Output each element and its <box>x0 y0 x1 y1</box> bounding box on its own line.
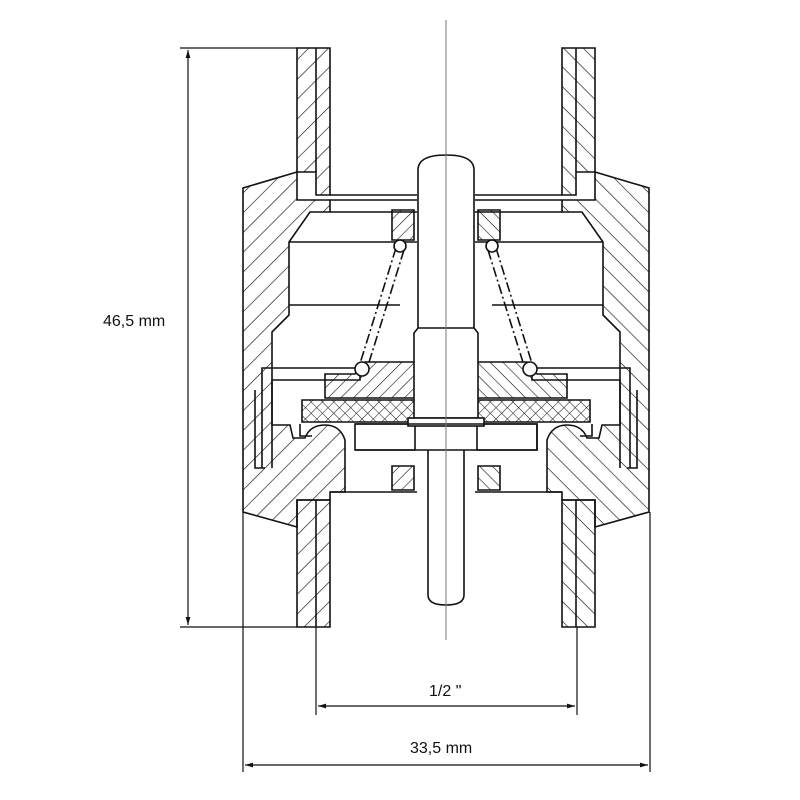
thread-dimension-label: 1/2 " <box>429 683 462 700</box>
width-dimension-label: 33,5 mm <box>410 740 473 757</box>
height-dimension-label: 46,5 mm <box>103 313 166 330</box>
dimension-lines <box>180 47 651 772</box>
valve-left-half <box>242 47 418 628</box>
valve-right-half <box>474 47 650 628</box>
